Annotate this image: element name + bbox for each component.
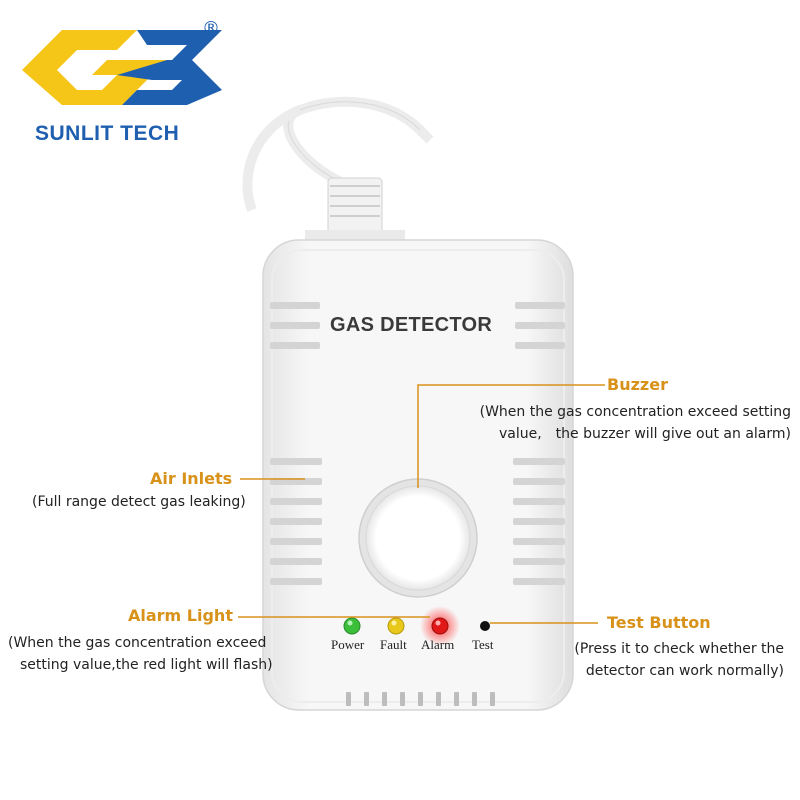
air-inlet-vents bbox=[270, 458, 565, 585]
test-button-callout-title: Test Button bbox=[607, 613, 711, 632]
alarm-light-callout-title: Alarm Light bbox=[128, 606, 233, 625]
led-label-power: Power bbox=[331, 637, 365, 652]
buzzer-callout-desc-1: (When the gas concentration exceed setti… bbox=[479, 404, 791, 420]
power-led bbox=[343, 617, 361, 635]
fault-led bbox=[387, 617, 405, 635]
air-inlets-callout-title: Air Inlets bbox=[150, 469, 233, 488]
led-label-fault: Fault bbox=[380, 637, 407, 652]
brand-name: SUNLIT TECH bbox=[35, 122, 180, 145]
device-title: GAS DETECTOR bbox=[330, 314, 493, 336]
led-label-alarm: Alarm bbox=[421, 637, 455, 652]
top-vents bbox=[270, 302, 565, 349]
alarm-led bbox=[431, 617, 449, 635]
led-label-test: Test bbox=[472, 637, 494, 652]
alarm-light-callout-desc-1: (When the gas concentration exceed bbox=[8, 635, 267, 651]
buzzer-callout-desc-2: value, the buzzer will give out an alarm… bbox=[498, 426, 791, 442]
alarm-light-callout-desc-2: setting value,the red light will flash) bbox=[20, 657, 273, 673]
test-button-callout-desc-2: detector can work normally) bbox=[585, 663, 784, 679]
buzzer-button bbox=[365, 485, 471, 591]
buzzer-callout-title: Buzzer bbox=[607, 375, 668, 394]
air-inlets-callout-desc: (Full range detect gas leaking) bbox=[32, 494, 246, 510]
test-button-hole bbox=[480, 621, 490, 631]
sunlit-tech-logo-icon bbox=[22, 30, 222, 105]
power-cable bbox=[283, 96, 434, 195]
cable-connector bbox=[327, 177, 383, 235]
bottom-vents bbox=[346, 692, 495, 706]
buzzer-leader-line bbox=[417, 384, 605, 488]
test-button-callout-desc-1: (Press it to check whether the bbox=[574, 641, 784, 657]
registered-mark: ® bbox=[202, 18, 220, 39]
